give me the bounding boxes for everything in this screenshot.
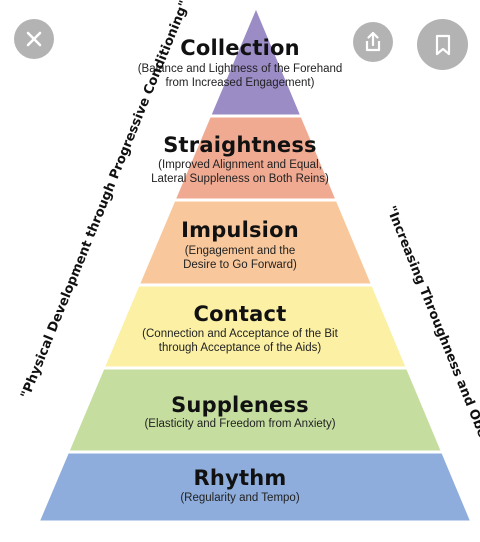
tier-subtitle-impulsion-line1: (Engagement and the [184, 245, 296, 257]
bottom-bar [0, 524, 480, 542]
tier-subtitle-rhythm-line1: (Regularity and Tempo) [180, 492, 300, 504]
tier-subtitle-contact-line1: (Connection and Acceptance of the Bit [142, 328, 338, 340]
share-button[interactable] [353, 22, 393, 62]
tier-title-suppleness: Suppleness [171, 393, 309, 417]
tier-subtitle-straightness-line1: (Improved Alignment and Equal, [158, 159, 322, 171]
tier-subtitle-collection-line2: from Increased Engagement) [165, 77, 315, 89]
tier-subtitle-suppleness-line1: (Elasticity and Freedom from Anxiety) [144, 418, 336, 430]
tier-band-rhythm [35, 450, 475, 524]
tier-band-collection [207, 2, 305, 118]
tier-title-contact: Contact [193, 302, 287, 326]
share-icon [365, 31, 381, 52]
tier-title-impulsion: Impulsion [181, 218, 299, 242]
tier-band-impulsion [135, 198, 376, 287]
tier-title-straightness: Straightness [163, 133, 317, 157]
tier-title-rhythm: Rhythm [193, 466, 287, 490]
tier-subtitle-collection-line1: (Balance and Lightness of the Forehand [137, 63, 343, 75]
tier-subtitle-contact-line2: through Acceptance of the Aids) [158, 342, 322, 354]
bookmark-button[interactable] [417, 19, 468, 70]
close-icon [26, 31, 42, 47]
close-button[interactable] [14, 19, 54, 59]
tier-title-collection: Collection [180, 36, 300, 60]
bookmark-icon [435, 34, 450, 55]
tier-subtitle-impulsion-line2: Desire to Go Forward) [183, 259, 297, 271]
tier-subtitle-straightness-line2: Lateral Suppleness on Both Reins) [151, 173, 329, 185]
